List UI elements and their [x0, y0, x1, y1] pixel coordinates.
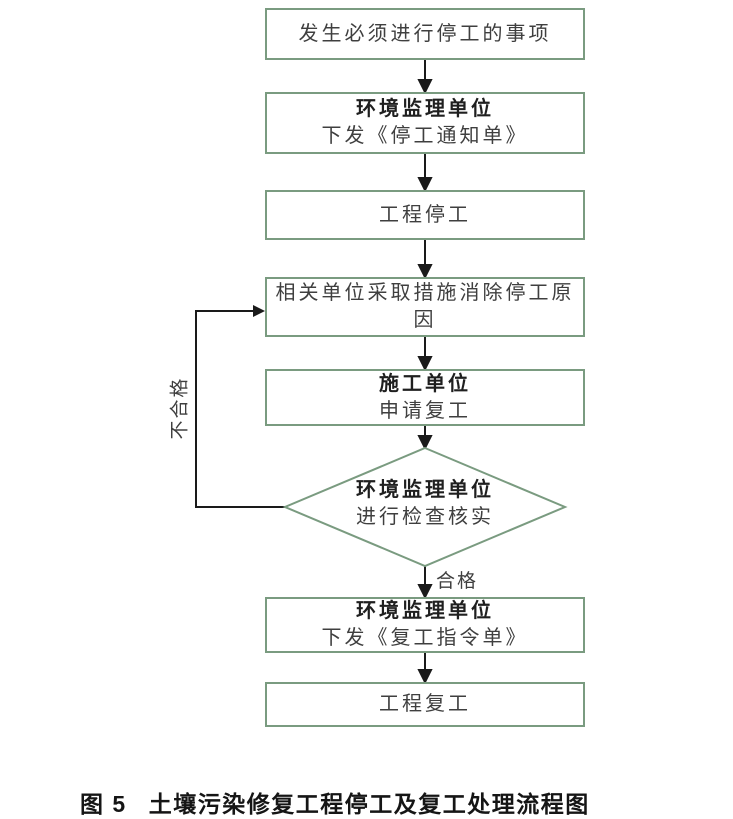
decision-diamond	[282, 446, 568, 568]
figure-title: 土壤污染修复工程停工及复工处理流程图	[148, 791, 590, 817]
arrowhead-fail-loop	[253, 305, 265, 317]
flow-node-stop-event: 发生必须进行停工的事项	[265, 8, 585, 60]
flow-node-text: 相关单位采取措施消除停工原	[275, 282, 575, 304]
loop-fail-line	[195, 310, 285, 508]
flow-node-project-resume: 工程复工	[265, 682, 585, 727]
flow-node-supervision-stop-notice: 环境监理单位 下发《停工通知单》	[265, 92, 585, 154]
flow-node-project-stop: 工程停工	[265, 190, 585, 240]
flow-node-text: 下发《停工通知单》	[321, 125, 529, 147]
flow-node-text: 申请复工	[379, 399, 471, 422]
flow-node-remove-stop-cause: 相关单位采取措施消除停工原 因	[265, 277, 585, 337]
arrowhead-event-to-notice	[417, 79, 433, 95]
flow-node-text: 下发《复工指令单》	[321, 627, 529, 649]
flow-node-text: 因	[413, 309, 437, 331]
flow-node-text: 工程复工	[379, 693, 471, 715]
flow-node-supervision-resume-order: 环境监理单位 下发《复工指令单》	[265, 597, 585, 653]
arrowhead-apply-to-check	[417, 435, 433, 451]
arrowhead-notice-to-stop	[417, 177, 433, 193]
flow-node-title: 施工单位	[379, 372, 471, 395]
arrowhead-cause-to-apply	[417, 356, 433, 372]
edge-label-pass: 合格	[436, 571, 479, 592]
figure-number: 图 5	[80, 791, 127, 817]
flow-node-title: 环境监理单位	[356, 479, 494, 501]
flow-node-text: 进行检查核实	[356, 506, 494, 528]
flow-node-title: 环境监理单位	[356, 600, 494, 622]
figure-caption: 图 5 土壤污染修复工程停工及复工处理流程图	[80, 785, 590, 819]
flow-node-contractor-apply-resume: 施工单位 申请复工	[265, 369, 585, 426]
arrowhead-order-to-resume	[417, 669, 433, 685]
flow-node-title: 环境监理单位	[356, 98, 494, 120]
flow-node-supervision-check: 环境监理单位 进行检查核实	[305, 477, 545, 531]
flow-node-text: 工程停工	[379, 203, 471, 226]
flow-node-text: 发生必须进行停工的事项	[298, 22, 552, 45]
arrowhead-check-to-order	[417, 584, 433, 600]
edge-label-fail: 不合格	[169, 376, 191, 440]
arrowhead-stop-to-cause	[417, 264, 433, 280]
